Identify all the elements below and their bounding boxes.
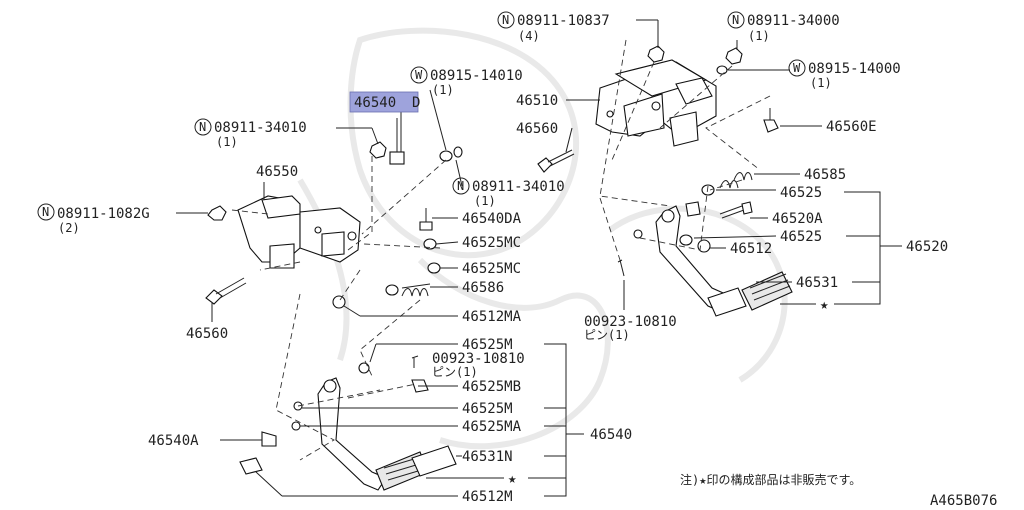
label-46540a[interactable]: 46540A xyxy=(148,433,199,449)
label-46525ma[interactable]: 46525MA xyxy=(462,419,522,435)
label-46586[interactable]: 46586 xyxy=(462,280,504,296)
label-46560-left[interactable]: 46560 xyxy=(186,326,228,342)
nut-08911-34000 xyxy=(725,47,743,65)
nut-08911-10837 xyxy=(647,45,665,63)
washer-08915-14000 xyxy=(716,65,728,75)
svg-text:N: N xyxy=(42,205,49,219)
label-46512[interactable]: 46512 xyxy=(730,241,772,257)
label-08911-10837[interactable]: 08911-10837 xyxy=(517,13,610,29)
spring-46586 xyxy=(401,283,431,297)
label-08911-34010-a[interactable]: 08911-34010 xyxy=(214,120,307,136)
bracket-46550 xyxy=(237,195,361,269)
label-46560-right[interactable]: 46560 xyxy=(516,121,558,137)
qty-08915-14000: (1) xyxy=(810,76,832,90)
label-46525mb[interactable]: 46525MB xyxy=(462,379,521,395)
label-46525m-mid[interactable]: 46525M xyxy=(462,401,513,417)
qty-08911-34010-a: (1) xyxy=(216,135,238,149)
pedal-46520 xyxy=(617,201,793,317)
bushing-46512 xyxy=(697,239,711,253)
qty-08911-34010-b: (1) xyxy=(474,194,496,208)
bushing-46512ma xyxy=(332,295,346,309)
left-dashed-guides xyxy=(231,156,447,461)
sub-00923-10810-left: ピン(1) xyxy=(432,365,478,379)
star-left: ★ xyxy=(508,471,517,487)
label-00923-10810-right[interactable]: 00923-10810 xyxy=(584,314,677,330)
label-46520a[interactable]: 46520A xyxy=(772,211,823,227)
n-marker-08911-34000: N xyxy=(727,11,745,29)
highlight-46540d xyxy=(349,91,419,113)
n-marker-08911-10837: N xyxy=(497,11,515,29)
w-marker-08915-14000: W xyxy=(788,59,806,77)
label-46512m[interactable]: 46512M xyxy=(462,489,513,505)
n-marker-08911-34010-a: N xyxy=(194,118,212,136)
bolt-46520a xyxy=(719,201,753,219)
spring-46585 xyxy=(719,172,753,189)
label-46510[interactable]: 46510 xyxy=(516,93,558,109)
washer-08915-14010 xyxy=(439,146,463,162)
star-right: ★ xyxy=(820,297,829,313)
bolt-46560e xyxy=(763,108,779,133)
qty-08911-34000: (1) xyxy=(748,29,770,43)
label-46512ma[interactable]: 46512MA xyxy=(462,309,522,325)
bracket-46510 xyxy=(595,59,717,147)
svg-text:N: N xyxy=(502,13,509,27)
qty-08911-10837: (4) xyxy=(518,29,540,43)
label-08911-34000[interactable]: 08911-34000 xyxy=(747,13,840,29)
label-46525m-top[interactable]: 46525M xyxy=(462,337,513,353)
label-46560e[interactable]: 46560E xyxy=(826,119,877,135)
nut-08911-1082g xyxy=(207,205,227,221)
figure-code: A465B076 xyxy=(930,493,997,509)
qty-08915-14010: (1) xyxy=(432,83,454,97)
label-08915-14010[interactable]: 08915-14010 xyxy=(430,68,523,84)
w-marker-08915-14010: W xyxy=(410,66,428,84)
label-46525mc-2[interactable]: 46525MC xyxy=(462,261,521,277)
label-08911-1082g[interactable]: 08911-1082G xyxy=(57,206,150,222)
label-46585[interactable]: 46585 xyxy=(804,167,846,183)
svg-text:W: W xyxy=(415,68,423,82)
label-08911-34010-b[interactable]: 08911-34010 xyxy=(472,179,565,195)
svg-text:W: W xyxy=(793,61,801,75)
label-46540[interactable]: 46540 xyxy=(590,427,632,443)
svg-text:N: N xyxy=(457,179,464,193)
label-46531[interactable]: 46531 xyxy=(796,275,838,291)
label-46525-b[interactable]: 46525 xyxy=(780,229,822,245)
pedal-46540 xyxy=(239,355,457,491)
watermark-emblem xyxy=(297,27,788,450)
label-46525-a[interactable]: 46525 xyxy=(780,185,822,201)
nut-08911-34010-left xyxy=(369,141,387,159)
label-46540-suffix: D xyxy=(412,95,420,111)
n-marker-08911-1082g: N xyxy=(37,203,55,221)
label-46550[interactable]: 46550 xyxy=(256,164,298,180)
label-46525mc-1[interactable]: 46525MC xyxy=(462,235,521,251)
right-dashed-guides xyxy=(599,39,771,261)
label-46531n[interactable]: 46531N xyxy=(462,449,513,465)
label-46520[interactable]: 46520 xyxy=(906,239,948,255)
svg-text:N: N xyxy=(732,13,739,27)
label-46540da[interactable]: 46540DA xyxy=(462,211,522,227)
label-00923-10810-left[interactable]: 00923-10810 xyxy=(432,351,525,367)
n-marker-08911-34010-b: N xyxy=(452,177,470,195)
sub-00923-10810-right: ピン(1) xyxy=(584,328,630,342)
bushings-46525 xyxy=(679,184,715,246)
bolt-46560-left xyxy=(205,277,247,305)
footnote: 注)★印の構成部品は非販売です。 xyxy=(680,472,861,487)
bolt-46540da xyxy=(419,208,433,231)
bolt-46560-right xyxy=(537,149,575,173)
leader-lines xyxy=(176,19,902,497)
bolt-46540d xyxy=(389,118,405,165)
qty-08911-1082g: (2) xyxy=(58,221,80,235)
label-46540[interactable]: 46540 xyxy=(354,95,396,111)
svg-text:N: N xyxy=(199,120,206,134)
label-08915-14000[interactable]: 08915-14000 xyxy=(808,61,901,77)
